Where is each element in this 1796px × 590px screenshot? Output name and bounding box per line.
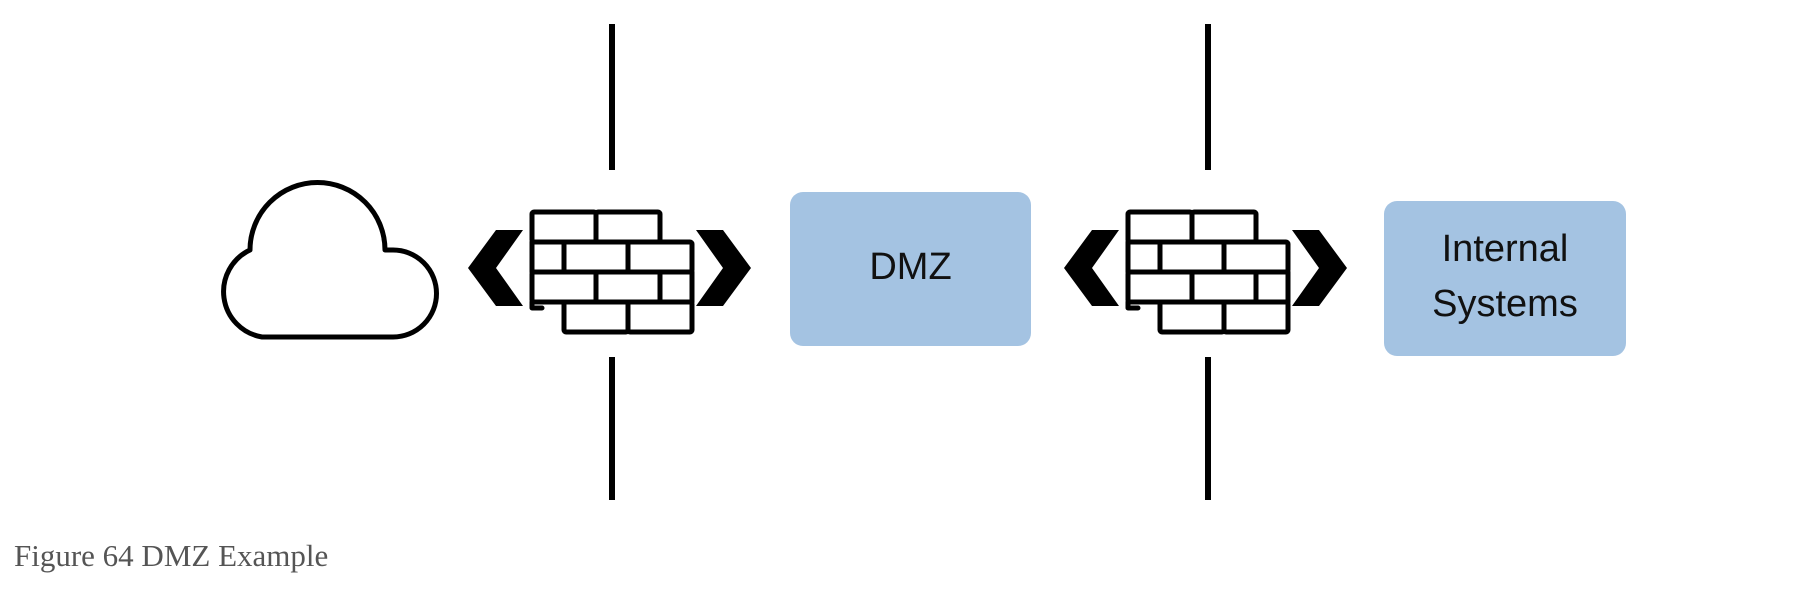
dmz-label: DMZ bbox=[869, 246, 951, 288]
cloud-icon bbox=[221, 180, 439, 340]
chevron-left-icon bbox=[1064, 230, 1119, 306]
chevron-right-icon bbox=[696, 230, 751, 306]
dmz-box bbox=[790, 192, 1031, 346]
internal-systems-label-line-1: Internal bbox=[1442, 228, 1569, 270]
firewall-2 bbox=[1064, 212, 1347, 332]
chevron-right-icon bbox=[1292, 230, 1347, 306]
dmz-node: DMZ bbox=[790, 192, 1031, 346]
figure-caption: Figure 64 DMZ Example bbox=[14, 538, 329, 573]
firewall-1 bbox=[468, 212, 751, 332]
internal-systems-label-line-2: Systems bbox=[1432, 283, 1578, 325]
firewall-brick-icon bbox=[532, 212, 692, 332]
internal-systems-node: Internal Systems bbox=[1384, 201, 1626, 356]
chevron-left-icon bbox=[468, 230, 523, 306]
internal-systems-box bbox=[1384, 201, 1626, 356]
firewall-brick-icon bbox=[1128, 212, 1288, 332]
